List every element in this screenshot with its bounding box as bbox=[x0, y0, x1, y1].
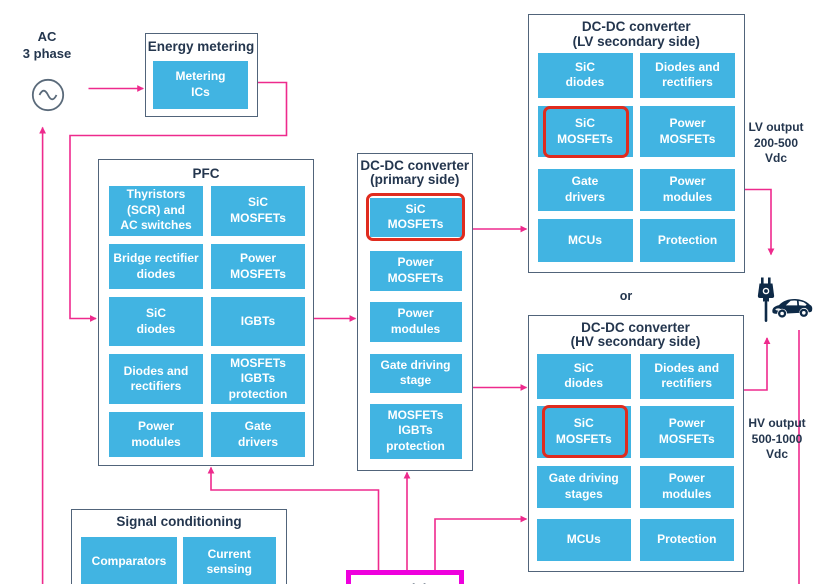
wire-supervision-to-pfc bbox=[207, 466, 380, 570]
cell-hv-diodes-rectifiers[interactable]: Diodes and rectifiers bbox=[639, 353, 734, 399]
ac-source-icon bbox=[31, 78, 65, 112]
dcdc-primary-group: DC-DC converter (primary side) SiC MOSFE… bbox=[356, 152, 473, 471]
cell-hv-sic-diodes[interactable]: SiC diodes bbox=[536, 353, 631, 399]
cell-lv-sic-diodes[interactable]: SiC diodes bbox=[537, 52, 633, 98]
pfc-group: PFC Thyristors (SCR) and AC switches SiC… bbox=[98, 158, 314, 466]
cell-hv-protection[interactable]: Protection bbox=[639, 518, 734, 561]
signal-conditioning-group: Signal conditioning Comparators Current … bbox=[71, 508, 287, 584]
ac-input-label: AC 3 phase bbox=[22, 29, 72, 61]
hv-output-label: HV output 500-1000 Vdc bbox=[748, 416, 806, 461]
cell-pfc-diodes-rectifiers[interactable]: Diodes and rectifiers bbox=[109, 354, 203, 404]
cell-lv-power-mosfets[interactable]: Power MOSFETs bbox=[640, 106, 735, 157]
cell-pfc-gate-drivers[interactable]: Gate drivers bbox=[211, 412, 305, 457]
or-label: or bbox=[619, 289, 633, 303]
pfc-title: PFC bbox=[192, 165, 220, 181]
dcdc-hv-title: DC-DC converter (HV secondary side) bbox=[570, 319, 701, 349]
cell-primary-mosfets-igbts-protection[interactable]: MOSFETs IGBTs protection bbox=[369, 403, 462, 459]
cell-metering-ics[interactable]: Metering ICs bbox=[153, 61, 248, 109]
cell-pfc-sic-mosfets[interactable]: SiC MOSFETs bbox=[211, 185, 305, 236]
cell-lv-gate-drivers[interactable]: Gate drivers bbox=[537, 168, 633, 211]
dcdc-lv-title: DC-DC converter (LV secondary side) bbox=[572, 19, 700, 49]
supervision-title: Supervision bbox=[351, 581, 459, 584]
lv-output-label: LV output 200-500 Vdc bbox=[748, 120, 804, 165]
plug-icon bbox=[757, 277, 775, 322]
cell-hv-sic-mosfets[interactable]: SiC MOSFETs bbox=[536, 405, 631, 458]
cell-pfc-power-modules[interactable]: Power modules bbox=[109, 412, 203, 457]
wire-metering-to-pfc bbox=[69, 81, 288, 322]
wire-hv-to-plug bbox=[743, 337, 771, 391]
cell-lv-protection[interactable]: Protection bbox=[640, 219, 735, 262]
cell-pfc-sic-diodes[interactable]: SiC diodes bbox=[109, 297, 203, 346]
highlight-primary-sic-mosfets bbox=[366, 193, 465, 241]
cell-primary-power-mosfets[interactable]: Power MOSFETs bbox=[369, 250, 462, 291]
cell-primary-sic-mosfets[interactable]: SiC MOSFETs bbox=[369, 197, 462, 237]
energy-metering-title: Energy metering bbox=[147, 39, 255, 54]
cell-lv-mcus[interactable]: MCUs bbox=[537, 219, 633, 262]
cell-primary-power-modules[interactable]: Power modules bbox=[369, 301, 462, 342]
cell-pfc-igbts[interactable]: IGBTs bbox=[211, 297, 305, 346]
cell-pfc-power-mosfets[interactable]: Power MOSFETs bbox=[211, 244, 305, 289]
cell-hv-power-modules[interactable]: Power modules bbox=[639, 466, 734, 508]
wire-supervision-to-hv bbox=[434, 515, 528, 570]
cell-hv-power-mosfets[interactable]: Power MOSFETs bbox=[639, 405, 734, 458]
cell-primary-gate-driving[interactable]: Gate driving stage bbox=[369, 353, 462, 393]
cell-comparators[interactable]: Comparators bbox=[81, 537, 177, 584]
cell-pfc-bridge-rectifier[interactable]: Bridge rectifier diodes bbox=[109, 244, 203, 289]
cell-lv-diodes-rectifiers[interactable]: Diodes and rectifiers bbox=[640, 52, 735, 98]
highlight-hv-sic-mosfets bbox=[541, 405, 628, 458]
cell-lv-power-modules[interactable]: Power modules bbox=[640, 168, 735, 211]
dcdc-hv-group: DC-DC converter (HV secondary side) SiC … bbox=[527, 314, 744, 572]
dcdc-primary-title: DC-DC converter (primary side) bbox=[360, 157, 470, 187]
dcdc-lv-group: DC-DC converter (LV secondary side) SiC … bbox=[527, 14, 745, 273]
cell-pfc-mosfets-igbts-protection[interactable]: MOSFETs IGBTs protection bbox=[211, 354, 305, 404]
energy-metering-group: Energy metering Metering ICs bbox=[144, 32, 258, 117]
highlight-lv-sic-mosfets bbox=[542, 105, 629, 158]
cell-hv-mcus[interactable]: MCUs bbox=[536, 518, 631, 561]
cell-hv-gate-driving-stages[interactable]: Gate driving stages bbox=[536, 466, 631, 508]
wire-lv-to-plug bbox=[745, 188, 775, 256]
supervision-group: Supervision bbox=[346, 570, 464, 584]
cell-current-sensing[interactable]: Current sensing bbox=[182, 537, 276, 584]
cell-pfc-thyristors[interactable]: Thyristors (SCR) and AC switches bbox=[109, 185, 203, 236]
cell-lv-sic-mosfets[interactable]: SiC MOSFETs bbox=[537, 106, 633, 157]
signal-conditioning-title: Signal conditioning bbox=[116, 513, 242, 529]
car-icon bbox=[772, 298, 813, 318]
